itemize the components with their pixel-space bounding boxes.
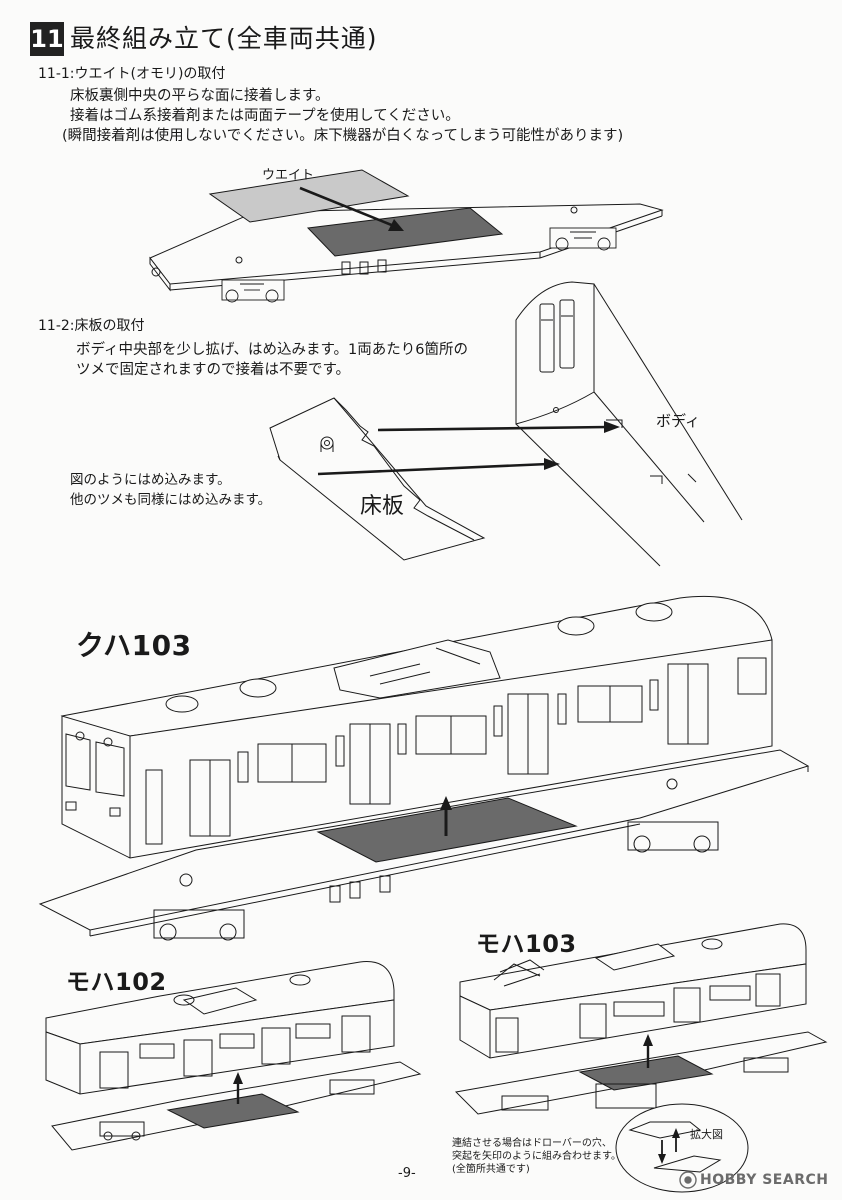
zoom-label: 拡大図 [690, 1128, 723, 1141]
door [145, 663, 709, 845]
body-label: ボディ [656, 412, 700, 430]
air-conditioner-unit [333, 639, 501, 699]
hobby-search-logo-mark [679, 1171, 697, 1189]
fit-line-2: 他のツメも同様にはめ込みます。 [70, 492, 272, 508]
weight-label: ウエイト [262, 168, 315, 183]
bogie [153, 821, 719, 941]
kuha103-figure [38, 595, 810, 941]
step-1-line-3: (瞬間接着剤は使用しないでください。床下機器が白くなってしまう可能性があります) [62, 128, 624, 144]
section-number: 11 [30, 22, 64, 56]
coupling-note-3: (全箇所共通です) [452, 1164, 530, 1175]
floor-plate-2 [269, 397, 486, 561]
model-kuha103: クハ103 [76, 629, 192, 662]
watermark: HOBBY SEARCH [700, 1172, 829, 1188]
model-moha103: モハ103 [476, 930, 577, 958]
moha103-figure [454, 923, 828, 1115]
step-2-line-1: ボディ中央部を少し拡げ、はめ込みます。1両あたり6箇所の [76, 342, 468, 358]
body-shell [515, 281, 595, 425]
body-fit-figure [269, 281, 743, 567]
section-title: 最終組み立て(全車両共通) [70, 24, 378, 53]
weight-figure [149, 169, 664, 303]
roof-vent [165, 602, 673, 713]
page-number: -9- [398, 1166, 416, 1181]
weight-recess [306, 207, 504, 257]
step-2-title: 11-2:床板の取付 [38, 318, 145, 334]
step-1-line-2: 接着はゴム系接着剤または両面テープを使用してください。 [70, 108, 460, 124]
window [237, 657, 767, 783]
coupling-note-2: 突起を矢印のように組み合わせます。 [452, 1151, 621, 1162]
step-1-title: 11-1:ウエイト(オモリ)の取付 [38, 66, 226, 82]
floor-label: 床板 [360, 494, 405, 519]
bogie [221, 227, 617, 303]
zoom-detail [615, 1103, 749, 1193]
coupling-note-1: 連結させる場合はドローバーの穴、 [452, 1138, 612, 1149]
step-1-line-1: 床板裏側中央の平らな面に接着します。 [70, 88, 330, 104]
step-2-line-2: ツメで固定されますので接着は不要です。 [76, 362, 351, 378]
weight-plate [208, 169, 410, 223]
moha102-figure [45, 961, 422, 1151]
model-moha102: モハ102 [66, 968, 167, 996]
fit-line-1: 図のようにはめ込みます。 [70, 472, 231, 488]
pantograph [493, 959, 545, 987]
